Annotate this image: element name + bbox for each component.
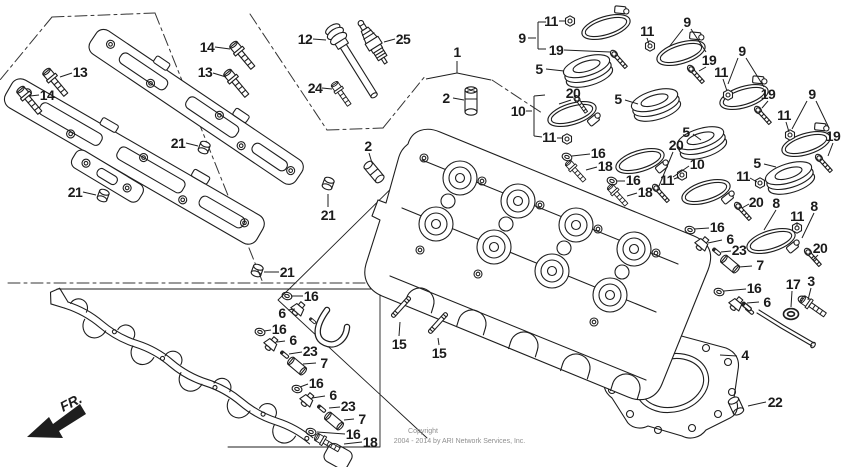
leader-line — [316, 431, 346, 435]
leader-line — [741, 203, 750, 209]
leader-line — [785, 121, 790, 133]
leader-line — [722, 78, 728, 92]
leader-line — [212, 72, 227, 78]
leader-line — [692, 133, 702, 141]
leader-line — [343, 441, 363, 445]
leader-line — [533, 135, 543, 138]
leader-line — [690, 28, 707, 53]
leader-line — [801, 212, 815, 239]
leader-line — [533, 94, 546, 97]
leader-line — [719, 354, 738, 357]
breather-group-box — [56, 167, 428, 448]
leader-line — [452, 97, 465, 101]
breather-parts-right — [683, 224, 829, 349]
leader-line — [563, 49, 611, 53]
leader-line — [276, 340, 286, 343]
leader-line — [791, 100, 808, 130]
leader-line — [698, 66, 707, 72]
leader-line — [807, 287, 812, 301]
cylinder-head-drawing — [364, 128, 712, 401]
leader-line — [812, 254, 819, 261]
leader-line — [745, 57, 765, 88]
leader-line — [749, 177, 758, 183]
leader-line — [790, 290, 793, 308]
leader-line — [720, 250, 732, 253]
leader-line — [311, 395, 326, 399]
leader-line — [368, 152, 373, 164]
leader-line — [288, 351, 303, 355]
leader-line — [673, 176, 680, 180]
leader-line — [693, 227, 710, 230]
leader-line — [747, 401, 767, 407]
leader-line — [815, 100, 830, 129]
copyright-line-2: 2004 - 2014 by ARI Network Services, Inc… — [393, 438, 526, 445]
leader-line — [312, 38, 327, 41]
leader-line — [456, 72, 492, 81]
valve-cover-rails — [3, 28, 304, 245]
leader-line — [761, 100, 769, 109]
leader-line — [585, 166, 598, 171]
leader-line — [624, 99, 639, 105]
leader-line — [59, 72, 73, 78]
copyright-line-1: Copyright — [408, 428, 438, 435]
breather-parts-left — [253, 290, 351, 455]
leader-line — [763, 163, 777, 168]
leader-line — [299, 383, 309, 388]
leader-line — [827, 142, 834, 157]
leader-line — [558, 99, 572, 105]
leader-line — [763, 209, 777, 231]
dowel-parts — [363, 86, 478, 184]
leader-line — [287, 308, 296, 311]
leader-line — [545, 68, 565, 72]
leader-line — [437, 337, 440, 346]
leader-line — [723, 288, 747, 292]
leader-line — [746, 301, 760, 304]
leader-line — [321, 87, 333, 90]
leader-line — [738, 265, 753, 268]
leader-line — [658, 151, 674, 187]
leader-line — [82, 191, 97, 196]
leader-line — [29, 94, 40, 97]
leader-line — [707, 239, 723, 244]
leader-line — [383, 38, 396, 43]
leader-line — [398, 321, 401, 337]
leader-line — [727, 57, 739, 85]
leader-line — [425, 72, 458, 80]
spark-plug-group — [325, 19, 388, 109]
leader-line — [672, 165, 690, 178]
cover-gasket-drawing — [49, 287, 353, 467]
leader-line — [214, 46, 231, 50]
leader-line — [668, 28, 684, 48]
leader-line — [571, 153, 591, 157]
leader-line — [302, 362, 317, 365]
leader-line — [263, 329, 272, 332]
leader-line — [185, 142, 199, 147]
leader-line — [343, 418, 355, 421]
leader-line — [626, 192, 638, 197]
leader-line — [328, 406, 341, 409]
leader-line — [646, 37, 650, 45]
